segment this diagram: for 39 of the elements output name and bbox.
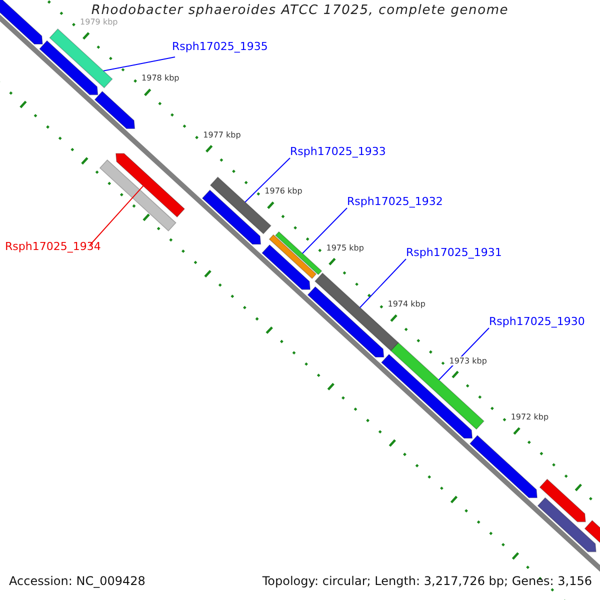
scale-label: 1974 kbp bbox=[388, 300, 426, 309]
leader-line bbox=[244, 158, 290, 203]
gene-block bbox=[380, 354, 473, 439]
gene-label: Rsph17025_1933 bbox=[290, 145, 386, 158]
leader-line bbox=[90, 185, 144, 246]
scale-label: 1975 kbp bbox=[326, 243, 364, 252]
scale-label: 1972 kbp bbox=[510, 412, 549, 422]
gene-block bbox=[262, 244, 311, 290]
gene-block bbox=[537, 497, 596, 552]
gene-label: Rsph17025_1931 bbox=[406, 246, 502, 259]
gene-block bbox=[469, 434, 538, 498]
genome-summary-text: Topology: circular; Length: 3,217,726 bp; Genes: 3,156 bbox=[262, 574, 592, 588]
scale-label: 1979 kbp bbox=[80, 17, 118, 26]
gene-block bbox=[274, 231, 322, 276]
gene-block bbox=[539, 478, 586, 522]
gene-block bbox=[99, 159, 176, 232]
gene-block bbox=[49, 28, 113, 88]
leader-line bbox=[360, 258, 406, 308]
gene-label: Rsph17025_1934 bbox=[5, 240, 101, 253]
map-title: Rhodobacter sphaeroides ATCC 17025, complete genome bbox=[91, 3, 509, 18]
accession-text: Accession: NC_009428 bbox=[9, 574, 146, 588]
scale-label: 1973 kbp bbox=[449, 356, 487, 365]
gene-block bbox=[94, 90, 136, 129]
gene-block bbox=[307, 286, 384, 358]
gene-block bbox=[115, 153, 186, 218]
gene-block bbox=[268, 234, 317, 280]
gene-block bbox=[390, 342, 484, 430]
gene-label: Rsph17025_1935 bbox=[172, 40, 268, 53]
gene-label: Rsph17025_1930 bbox=[489, 315, 585, 328]
leader-line bbox=[103, 56, 176, 72]
scale-label: 1978 kbp bbox=[142, 74, 180, 83]
gene-block bbox=[202, 190, 262, 245]
gene-block bbox=[39, 40, 98, 96]
scale-label: 1977 kbp bbox=[203, 130, 241, 140]
gene-label: Rsph17025_1932 bbox=[347, 195, 443, 208]
leader-line bbox=[302, 208, 348, 254]
scale-label: 1976 kbp bbox=[264, 186, 302, 196]
leader-line bbox=[438, 328, 490, 380]
gene-block bbox=[0, 0, 43, 44]
